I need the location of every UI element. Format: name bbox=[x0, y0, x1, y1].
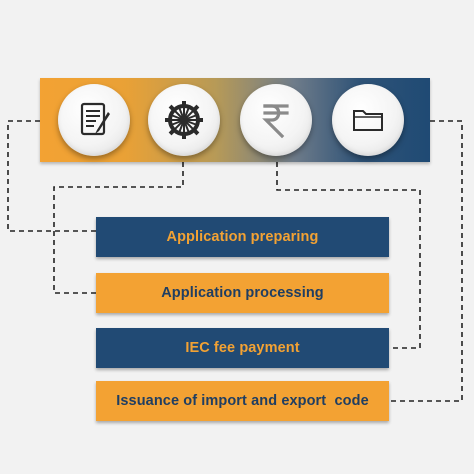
step-issuance-of-code: Issuance of import and export code bbox=[96, 381, 389, 421]
document-icon-circle bbox=[58, 84, 130, 156]
step-application-processing: Application processing bbox=[96, 273, 389, 313]
rupee-icon bbox=[262, 104, 289, 139]
folder-icon bbox=[353, 110, 383, 131]
step-label: Application processing bbox=[161, 285, 324, 301]
folder-icon-circle bbox=[332, 84, 404, 156]
document-icon bbox=[80, 102, 110, 136]
connector-rupee-to-step3 bbox=[276, 162, 421, 349]
step-application-preparing: Application preparing bbox=[96, 217, 389, 257]
step-label: Application preparing bbox=[166, 229, 319, 245]
step-label: IEC fee payment bbox=[185, 340, 300, 356]
connector-folder-to-step4 bbox=[389, 120, 463, 402]
gear-icon bbox=[165, 101, 203, 139]
step-label: Issuance of import and export code bbox=[116, 393, 369, 409]
step-iec-fee-payment: IEC fee payment bbox=[96, 328, 389, 368]
connector-gear-to-step2 bbox=[53, 162, 184, 294]
gear-icon-circle bbox=[148, 84, 220, 156]
rupee-icon-circle bbox=[240, 84, 312, 156]
